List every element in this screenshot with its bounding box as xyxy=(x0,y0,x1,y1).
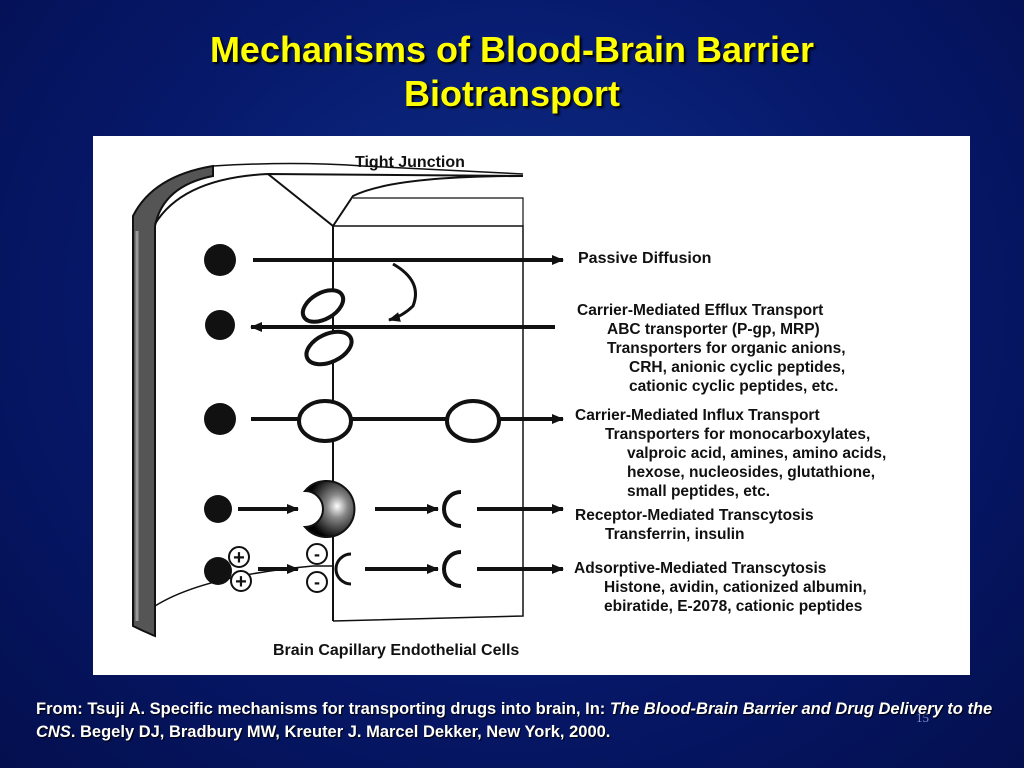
receptor-vesicle xyxy=(442,490,462,528)
plus-top: + xyxy=(233,547,245,569)
receptor-protein xyxy=(302,480,356,538)
efflux-carrier-top xyxy=(300,288,346,324)
receptor-molecule xyxy=(204,495,232,523)
influx-carrier-left xyxy=(297,399,353,443)
bbb-diagram: + + - - xyxy=(132,162,564,638)
passive-molecule xyxy=(204,244,236,276)
minus-charge-top xyxy=(306,543,328,565)
influx-label: Carrier-Mediated Influx Transport Transp… xyxy=(575,407,887,500)
efflux-label: Carrier-Mediated Efflux Transport ABC tr… xyxy=(577,302,846,395)
capillary-wall-outer xyxy=(132,164,214,638)
slide-title: Mechanisms of Blood-Brain Barrier Biotra… xyxy=(0,28,1024,116)
plus-bottom: + xyxy=(235,571,247,593)
plus-charge-bottom xyxy=(230,570,252,592)
adsorptive-molecule xyxy=(204,557,232,585)
efflux-curve-arrow xyxy=(388,262,417,322)
plus-charge-top xyxy=(228,546,250,568)
diagram-panel: + + - - Tight Junction Passive Diffusion… xyxy=(93,136,970,675)
efflux-molecule xyxy=(205,310,235,340)
minus-top: - xyxy=(314,544,320,564)
capillary-top-rim xyxy=(154,172,524,227)
title-line-1: Mechanisms of Blood-Brain Barrier xyxy=(209,29,815,70)
tight-junction-label: Tight Junction xyxy=(355,154,465,171)
tight-junction-top xyxy=(212,162,524,175)
minus-charge-bottom xyxy=(306,571,328,593)
influx-carrier-right xyxy=(445,399,501,443)
receptor-label: Receptor-Mediated Transcytosis Transferr… xyxy=(575,507,814,543)
minus-bottom: - xyxy=(314,572,320,592)
adsorptive-label: Adsorptive-Mediated Transcytosis Histone… xyxy=(574,560,867,615)
title-line-2: Biotransport xyxy=(404,73,620,114)
citation-prefix: From: Tsuji A. Specific mechanisms for t… xyxy=(36,700,610,718)
efflux-carrier-bottom xyxy=(304,329,354,367)
passive-diffusion-label: Passive Diffusion xyxy=(578,250,712,267)
citation: From: Tsuji A. Specific mechanisms for t… xyxy=(36,698,1006,744)
citation-book: The Blood-Brain Barrier and Drug Deliver… xyxy=(36,700,993,741)
influx-molecule xyxy=(204,403,236,435)
adsorptive-vesicle xyxy=(442,550,462,588)
citation-suffix: . Begely DJ, Bradbury MW, Kreuter J. Mar… xyxy=(70,723,611,741)
cell-top-edge xyxy=(353,197,524,226)
endothelial-cells-label: Brain Capillary Endothelial Cells xyxy=(273,642,520,659)
adsorptive-pit xyxy=(334,552,352,586)
page-number: 15 xyxy=(916,710,929,725)
